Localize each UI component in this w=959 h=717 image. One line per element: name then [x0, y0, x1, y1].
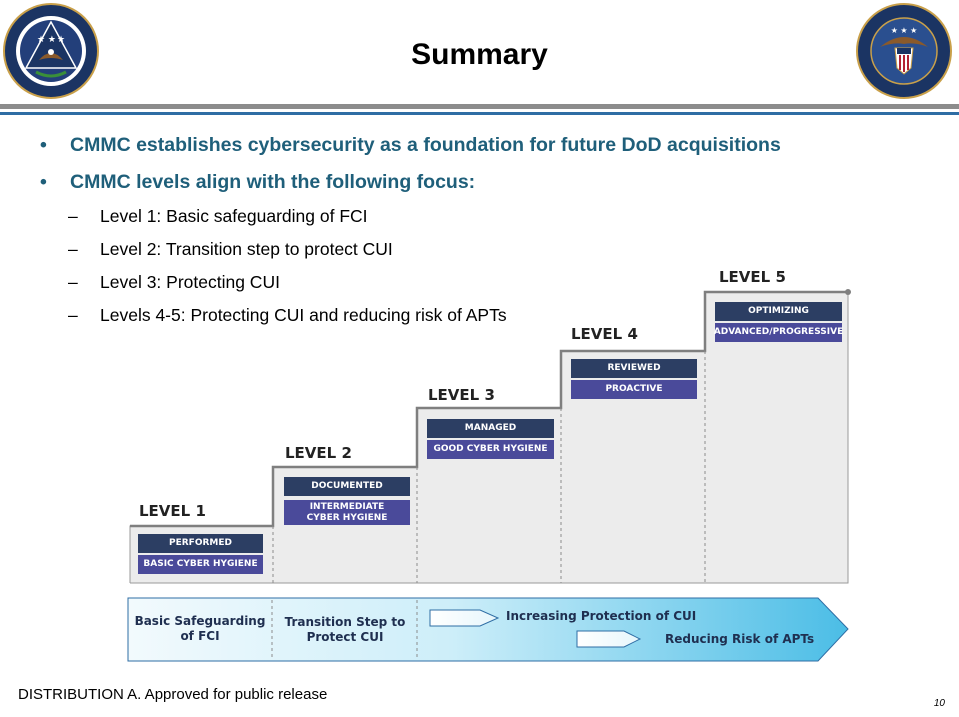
sub-bullet-text: Level 2: Transition step to protect CUI	[100, 239, 393, 259]
sub-bullet-dash: –	[68, 305, 78, 325]
sub-bullet-item: – Levels 4-5: Protecting CUI and reducing…	[68, 305, 507, 326]
level-2-process-box: DOCUMENTED	[284, 477, 410, 496]
distribution-statement: DISTRIBUTION A. Approved for public rele…	[18, 686, 328, 703]
arrow-segment-1-line2: of FCI	[180, 629, 220, 643]
svg-text:★ ★: ★ ★	[37, 35, 56, 45]
level-2-practice-box: INTERMEDIATE CYBER HYGIENE	[284, 500, 410, 525]
level-4-practice-box: PROACTIVE	[571, 380, 697, 399]
level-1-process-box: PERFORMED	[138, 534, 263, 553]
bullet-dot: •	[40, 171, 47, 193]
level-1-practice-box: BASIC CYBER HYGIENE	[138, 555, 263, 574]
bullet-text: CMMC establishes cybersecurity as a foun…	[70, 134, 781, 156]
arrow-segment-2-line1: Transition Step to	[284, 615, 406, 629]
sub-bullet-text: Level 3: Protecting CUI	[100, 272, 280, 292]
header-rule-blue	[0, 112, 959, 115]
level-5-title: LEVEL 5	[719, 268, 786, 286]
level-3-practice-box: GOOD CYBER HYGIENE	[427, 440, 554, 459]
svg-text:★ ★ ★: ★ ★ ★	[891, 26, 918, 35]
level-1-title: LEVEL 1	[139, 502, 206, 520]
level-2-title: LEVEL 2	[285, 444, 352, 462]
level-5-practice-box: ADVANCED/PROGRESSIVE	[714, 323, 843, 342]
level-2-practice-line2: CYBER HYGIENE	[306, 512, 388, 523]
arrow-segment-1-line1: Basic Safeguarding	[134, 614, 266, 628]
level-2-practice-line1: INTERMEDIATE	[309, 501, 385, 512]
bullet-text: CMMC levels align with the following foc…	[70, 171, 476, 193]
header-rule-gray	[0, 104, 959, 109]
sub-bullet-item: – Level 3: Protecting CUI	[68, 272, 280, 293]
sub-bullet-item: – Level 2: Transition step to protect CUI	[68, 239, 393, 260]
arrow-segment-2-line2: Protect CUI	[306, 630, 384, 644]
level-4-process-box: REVIEWED	[571, 359, 697, 378]
page-title: Summary	[411, 38, 548, 71]
bullet-dot: •	[40, 134, 47, 156]
sub-bullet-dash: –	[68, 272, 78, 292]
bullet-item: • CMMC establishes cybersecurity as a fou…	[40, 134, 781, 157]
level-4-title: LEVEL 4	[571, 325, 638, 343]
arrow-segment-2-label: Transition Step to Protect CUI	[275, 615, 415, 645]
sub-bullet-dash: –	[68, 206, 78, 226]
level-3-process-box: MANAGED	[427, 419, 554, 438]
osd-acquisition-seal: ★ ★ ★	[3, 3, 99, 99]
page-number: 10	[933, 698, 945, 709]
sub-bullet-item: – Level 1: Basic safeguarding of FCI	[68, 206, 368, 227]
arrow-segment-4-label: Reducing Risk of APTs	[665, 632, 815, 646]
department-of-defense-seal: ★ ★ ★	[856, 3, 952, 99]
sub-bullet-text: Level 1: Basic safeguarding of FCI	[100, 206, 368, 226]
level-3-title: LEVEL 3	[428, 386, 495, 404]
sub-bullet-dash: –	[68, 239, 78, 259]
svg-text:★: ★	[57, 35, 65, 45]
arrow-segment-3-label: Increasing Protection of CUI	[506, 609, 697, 623]
level-5-process-box: OPTIMIZING	[715, 302, 842, 321]
bullet-item: • CMMC levels align with the following fo…	[40, 171, 475, 194]
arrow-segment-1-label: Basic Safeguarding of FCI	[130, 614, 270, 644]
sub-bullet-text: Levels 4-5: Protecting CUI and reducing …	[100, 305, 507, 325]
